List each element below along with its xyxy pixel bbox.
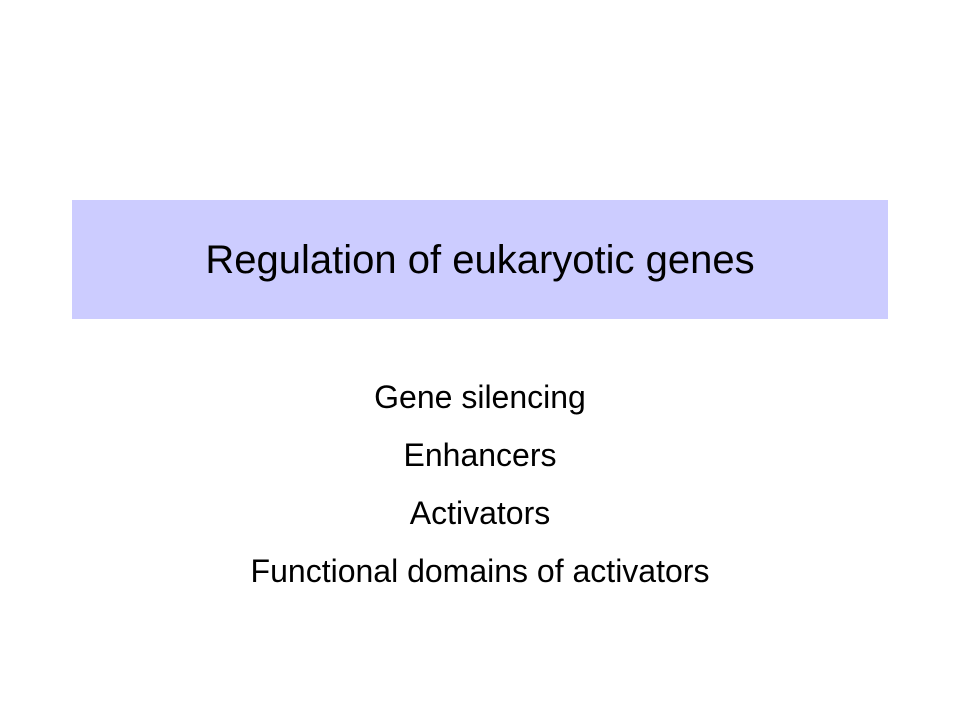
- subtitle-item-activators: Activators: [409, 495, 551, 531]
- slide-title: Regulation of eukaryotic genes: [205, 237, 755, 282]
- subtitle-item-enhancers: Enhancers: [403, 437, 557, 473]
- subtitle-list: Gene silencing Enhancers Activators Func…: [72, 368, 888, 600]
- title-box: Regulation of eukaryotic genes: [72, 200, 888, 319]
- subtitle-item-gene-silencing: Gene silencing: [374, 379, 586, 415]
- subtitle-item-functional-domains: Functional domains of activators: [250, 553, 710, 589]
